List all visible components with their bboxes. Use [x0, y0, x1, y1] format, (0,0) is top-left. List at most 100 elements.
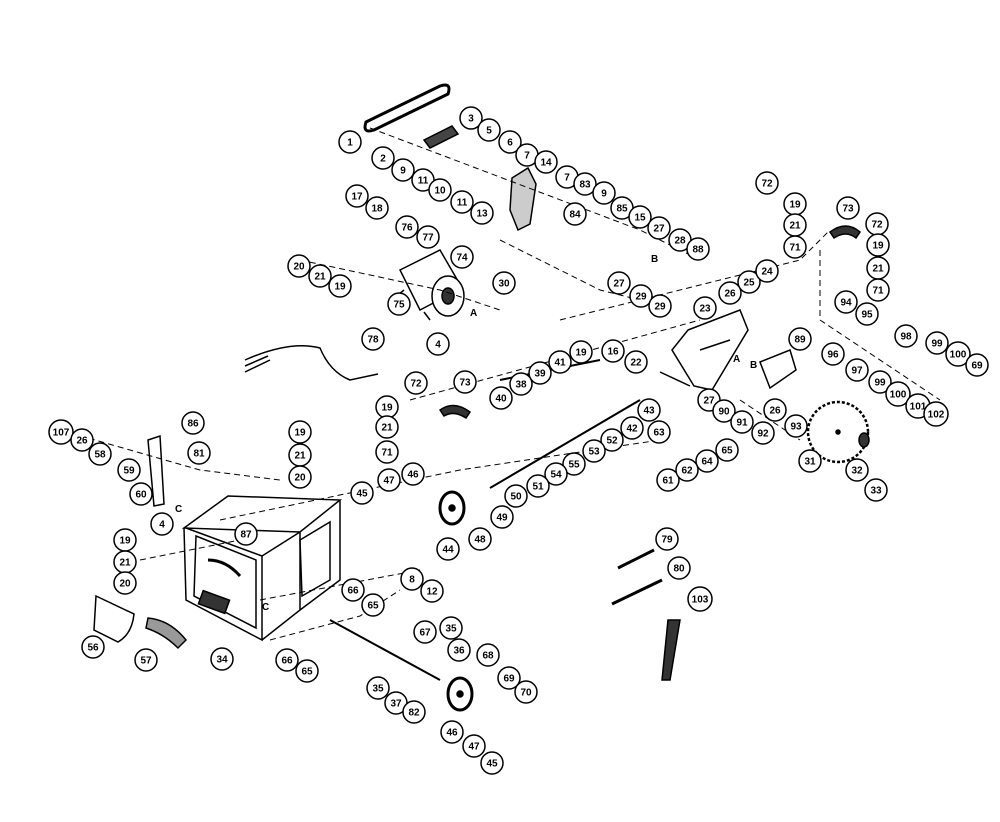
callout-number: 42: [626, 424, 638, 435]
callout-number: 56: [87, 643, 99, 654]
callout-number: 100: [890, 390, 907, 401]
reference-letter-b: B: [750, 360, 757, 371]
callout-number: 35: [372, 684, 384, 695]
callout-25: 25: [737, 270, 761, 294]
callout-number: 19: [381, 403, 393, 414]
callout-number: 39: [534, 369, 546, 380]
callout-number: 15: [634, 213, 646, 224]
callout-number: 21: [294, 451, 306, 462]
callout-19: 19: [288, 420, 312, 444]
callout-number: 34: [216, 655, 228, 666]
callout-number: 46: [407, 470, 419, 481]
reference-letter-b: B: [651, 254, 658, 265]
callout-69: 69: [497, 666, 521, 690]
callout-50: 50: [504, 484, 528, 508]
callout-number: 84: [569, 210, 581, 221]
callout-number: 21: [119, 558, 131, 569]
callout-71: 71: [866, 278, 890, 302]
callout-96: 96: [821, 342, 845, 366]
callout-53: 53: [582, 439, 606, 463]
callout-number: 29: [654, 302, 666, 313]
wrench-80: [611, 578, 663, 606]
callout-number: 73: [459, 378, 471, 389]
assembly-lines: [59, 127, 941, 641]
callout-19: 19: [328, 274, 352, 298]
callout-number: 12: [426, 587, 438, 598]
callout-number: 20: [294, 473, 306, 484]
callout-58: 58: [88, 442, 112, 466]
saw-blade: [806, 400, 870, 464]
callout-number: 87: [240, 530, 252, 541]
callout-number: 47: [383, 476, 395, 487]
callout-number: 8: [409, 575, 415, 586]
callout-102: 102: [923, 401, 949, 427]
callout-86: 86: [181, 411, 205, 435]
callout-4: 4: [426, 332, 450, 356]
callout-number: 38: [515, 380, 527, 391]
callout-47: 47: [462, 734, 486, 758]
callout-19: 19: [113, 528, 137, 552]
callout-67: 67: [413, 620, 437, 644]
callout-72: 72: [865, 212, 889, 236]
callout-15: 15: [628, 205, 652, 229]
handwheel-upper: [438, 490, 466, 526]
callout-number: 76: [401, 223, 413, 234]
drive-belt: [363, 83, 451, 133]
callout-30: 30: [492, 271, 516, 295]
callout-number: 69: [503, 674, 515, 685]
callout-70: 70: [514, 680, 538, 704]
callout-number: 103: [692, 595, 709, 606]
callout-55: 55: [562, 452, 586, 476]
callout-number: 64: [701, 457, 713, 468]
callout-number: 21: [872, 264, 884, 275]
callout-number: 86: [187, 419, 199, 430]
callout-number: 101: [910, 402, 927, 413]
callout-92: 92: [751, 421, 775, 445]
callout-49: 49: [490, 505, 514, 529]
callout-number: 19: [872, 241, 884, 252]
callout-number: 100: [950, 350, 967, 361]
callout-89: 89: [788, 327, 812, 351]
callout-65: 65: [715, 438, 739, 462]
callout-number: 81: [193, 449, 205, 460]
callout-number: 9: [400, 166, 406, 177]
callout-number: 95: [861, 310, 873, 321]
callout-number: 11: [418, 176, 429, 187]
callout-number: 71: [789, 243, 801, 254]
callout-number: 94: [840, 298, 852, 309]
callout-16: 16: [601, 339, 625, 363]
callout-number: 18: [371, 204, 383, 215]
handwheel-lower: [446, 676, 474, 712]
callout-number: 17: [351, 192, 363, 203]
callout-number: 72: [761, 179, 773, 190]
callout-68: 68: [476, 643, 500, 667]
callout-21: 21: [113, 550, 137, 574]
callout-number: 26: [76, 436, 88, 447]
callout-19: 19: [783, 192, 807, 216]
callout-number: 35: [445, 624, 457, 635]
arbor-bracket: [509, 166, 537, 232]
callout-80: 80: [667, 556, 691, 580]
reference-letter-a: A: [733, 354, 740, 365]
callout-number: 31: [804, 457, 816, 468]
callout-number: 19: [294, 428, 306, 439]
callout-number: 59: [123, 466, 135, 477]
callout-number: 82: [408, 708, 420, 719]
callout-87: 87: [234, 522, 258, 546]
callout-21: 21: [866, 256, 890, 280]
callout-69: 69: [965, 353, 989, 377]
cabinet-base: [181, 495, 343, 642]
blade-guard-arm: [759, 348, 797, 390]
callout-95: 95: [855, 302, 879, 326]
callout-number: 32: [851, 466, 863, 477]
reference-letter-a: A: [470, 308, 477, 319]
callout-56: 56: [81, 635, 105, 659]
callout-number: 52: [606, 436, 618, 447]
callout-34: 34: [210, 647, 234, 671]
pulley: [422, 125, 460, 149]
callout-number: 21: [314, 272, 326, 283]
callout-number: 19: [334, 282, 346, 293]
callout-number: 36: [453, 646, 465, 657]
callout-2: 2: [371, 146, 395, 170]
